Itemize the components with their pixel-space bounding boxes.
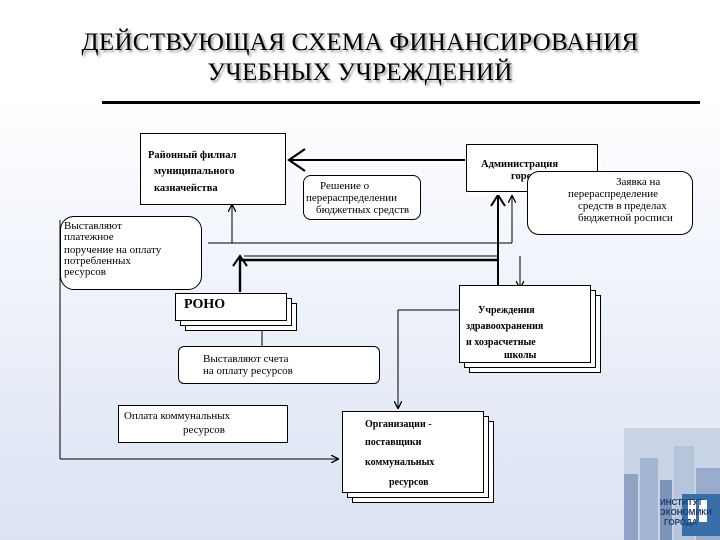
callout-request: Заявка на перераспределение средств в пр… <box>527 171 693 235</box>
payment-order-line-5: ресурсов <box>64 266 106 278</box>
city-photo-graphic <box>624 428 720 540</box>
logo-line-2: ЭКОНОМИКИ <box>660 508 712 517</box>
treasury-line-3: казначейства <box>154 183 218 194</box>
payment-order-line-3: поручение на оплату <box>64 244 162 256</box>
institutions-line-3: и хозрасчетные <box>466 337 536 348</box>
slide-title: ДЕЙСТВУЮЩАЯ СХЕМА ФИНАНСИРОВАНИЯ УЧЕБНЫХ… <box>0 28 720 88</box>
institutions-line-1: Учреждения <box>478 305 535 316</box>
redistribution-line-3: бюджетных средств <box>316 204 410 216</box>
callout-redistribution: Решение о перераспределении бюджетных ср… <box>303 175 421 220</box>
title-line-2: УЧЕБНЫХ УЧРЕЖДЕНИЙ <box>207 59 513 86</box>
payment-order-line-4: потребленных <box>64 255 131 267</box>
node-rono: РОНО <box>175 293 287 321</box>
treasury-line-1: Районный филиал <box>148 150 237 161</box>
rono-label: РОНО <box>184 297 226 312</box>
utility-payment-line-2: ресурсов <box>183 424 225 436</box>
utility-payment-line-1: Оплата коммунальных <box>124 410 231 422</box>
callout-utility-payment: Оплата коммунальных ресурсов <box>118 405 288 443</box>
admin-line-2: города <box>511 171 543 182</box>
node-treasury: Районный филиал муниципального казначейс… <box>140 133 286 205</box>
institutions-line-2: здравоохранения <box>466 321 544 332</box>
invoices-line-1: Выставляют счета <box>203 353 289 365</box>
institute-logo: ИНСТИТУТ ЭКОНОМИКИ ГОРОДА <box>624 428 720 540</box>
node-institutions: Учреждения здравоохранения и хозрасчетны… <box>459 285 591 363</box>
redistribution-line-2: перераспределении <box>306 192 398 204</box>
logo-line-1: ИНСТИТУТ <box>660 498 703 507</box>
suppliers-line-1: Организации - <box>365 419 432 430</box>
request-line-2: перераспределение <box>568 188 659 200</box>
suppliers-line-3: коммунальных <box>365 457 435 468</box>
payment-order-line-2: платежное <box>64 231 114 243</box>
institutions-line-4: школы <box>504 350 537 361</box>
suppliers-line-2: поставщики <box>365 437 422 448</box>
request-line-1: Заявка на <box>616 176 661 188</box>
request-line-3: средств в пределах <box>578 200 667 212</box>
callout-invoices: Выставляют счета на оплату ресурсов <box>178 346 380 384</box>
node-suppliers: Организации - поставщики коммунальных ре… <box>342 411 484 493</box>
callout-payment-order: Выставляют платежное поручение на оплату… <box>60 216 202 290</box>
payment-order-line-1: Выставляют <box>64 220 122 232</box>
title-line-1: ДЕЙСТВУЮЩАЯ СХЕМА ФИНАНСИРОВАНИЯ <box>81 29 639 56</box>
logo-line-3: ГОРОДА <box>664 518 698 527</box>
admin-line-1: Администрация <box>481 159 559 170</box>
redistribution-line-1: Решение о <box>320 180 370 192</box>
title-divider <box>102 101 700 104</box>
invoices-line-2: на оплату ресурсов <box>203 365 293 377</box>
request-line-4: бюджетной росписи <box>578 212 673 224</box>
treasury-line-2: муниципального <box>154 166 235 177</box>
suppliers-line-4: ресурсов <box>389 477 429 488</box>
